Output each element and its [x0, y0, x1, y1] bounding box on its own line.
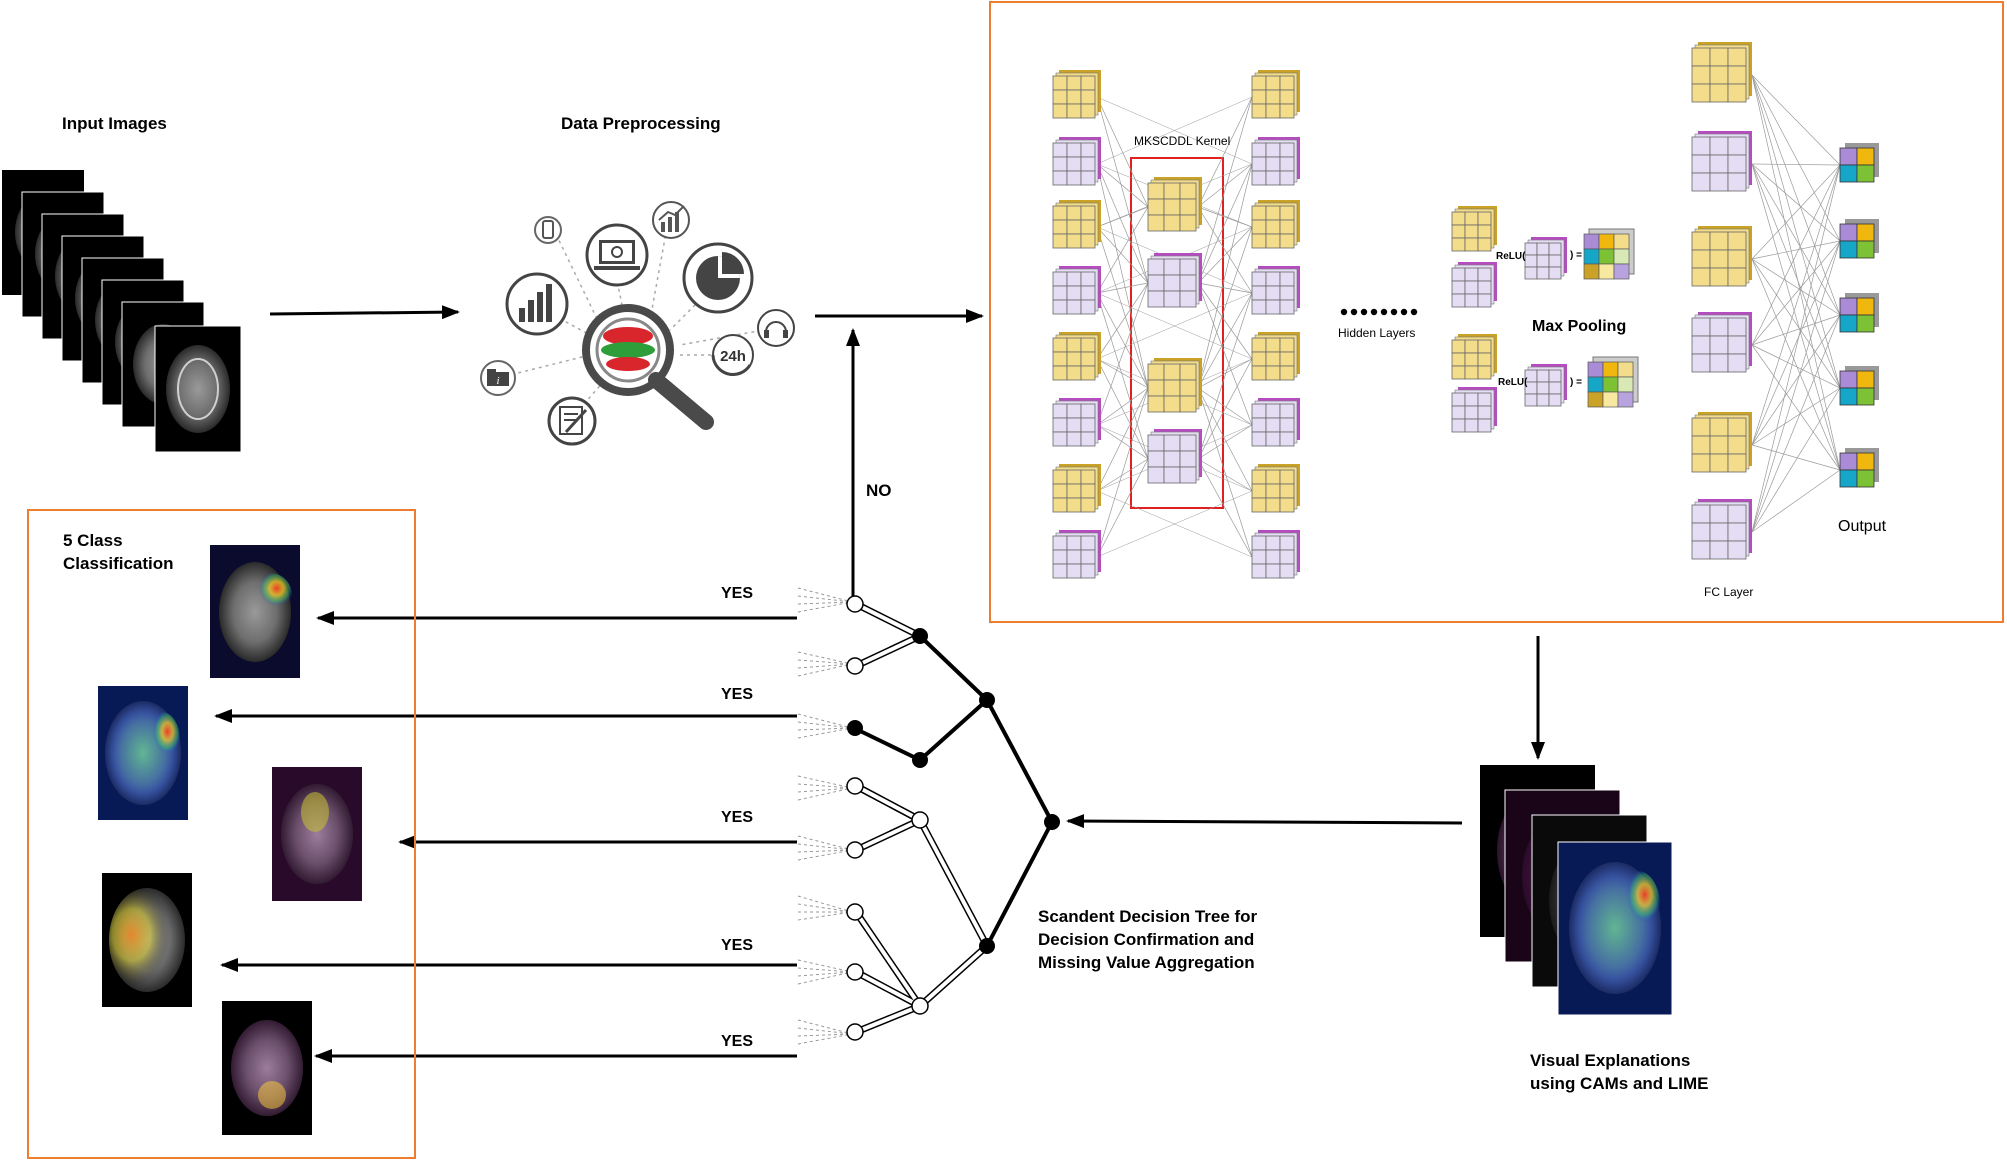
fc-layer-label: FC Layer [1704, 585, 1754, 599]
24h-label: 24h [720, 348, 746, 365]
yes-label-2: YES [721, 686, 754, 703]
cnn-feature-maps [1052, 42, 1879, 579]
output-class-map [1839, 366, 1879, 406]
input-feature-map [1052, 70, 1101, 119]
info-folder-icon: i [480, 360, 516, 396]
conv-feature-map [1251, 70, 1300, 119]
svg-text:i: i [496, 375, 499, 387]
mkscddl-kernel-box [1130, 157, 1224, 509]
conv-feature-map [1251, 137, 1300, 186]
phone-icon [534, 216, 562, 244]
input-feature-map [1052, 530, 1101, 579]
pool-input-map [1451, 387, 1497, 433]
class-result-image-3 [272, 767, 362, 901]
yes-label-1: YES [721, 585, 754, 602]
yes-label-4: YES [721, 937, 754, 954]
brain-red-lobe [606, 357, 650, 371]
pool-relu-map [1524, 237, 1567, 280]
growth-chart-icon [652, 201, 690, 239]
no-label: NO [866, 481, 892, 500]
input-feature-map [1052, 398, 1101, 447]
preprocessing-illustration: i 24h [480, 201, 795, 446]
cam-image [1557, 841, 1673, 1016]
cnn-panel [989, 1, 2004, 623]
pool-input-map [1451, 206, 1497, 252]
class-result-image-1 [210, 545, 300, 678]
class-result-image-4 [102, 873, 192, 1007]
input-feature-map [1052, 266, 1101, 315]
output-label: Output [1838, 518, 1887, 535]
max-pooling-label: Max Pooling [1532, 318, 1627, 335]
pool-relu-map [1524, 364, 1567, 407]
visual-explanations-caption: Visual Explanations using CAMs and LIME [1530, 1051, 1709, 1093]
conv-feature-map [1251, 200, 1300, 249]
fc-layer-map [1691, 131, 1752, 192]
edit-document-icon [547, 396, 597, 446]
hidden-layer-dots [1340, 308, 1418, 316]
input-feature-map [1052, 200, 1101, 249]
input-feature-map [1052, 332, 1101, 381]
arrow-visual-to-tree [1066, 814, 1463, 829]
class-result-image-2 [98, 686, 188, 820]
brain-green-lobe [601, 342, 655, 358]
conv-feature-map [1251, 464, 1300, 513]
input-images-stack [2, 170, 242, 453]
decision-tree-caption: Scandent Decision Tree for Decision Conf… [1038, 907, 1258, 972]
kernel-label: MKSCDDL Kernel [1134, 134, 1231, 148]
cnn-connection-lines [1096, 74, 1841, 558]
pie-chart-icon [682, 242, 754, 314]
relu-close-2: ) = [1570, 377, 1582, 388]
class-result-image-5 [222, 1001, 312, 1135]
output-class-map [1839, 143, 1879, 183]
conv-feature-map [1251, 332, 1300, 381]
magnifier-icon [582, 304, 714, 430]
fc-layer-map [1691, 42, 1752, 103]
conv-feature-map [1251, 530, 1300, 579]
brain-red-lobe [603, 327, 653, 345]
fc-layer-map [1691, 226, 1752, 287]
pool-input-map [1451, 334, 1497, 380]
input-feature-map [1052, 137, 1101, 186]
five-class-title: 5 Class Classification [63, 531, 174, 573]
bar-chart-icon [505, 272, 569, 336]
kernel-feature-map [1147, 429, 1202, 484]
output-class-map [1839, 293, 1879, 333]
hidden-layers-label: Hidden Layers [1338, 326, 1416, 340]
relu-label-2: ReLU( [1498, 377, 1528, 388]
relu-label-1: ReLU( [1496, 251, 1526, 262]
pooled-output-map [1583, 228, 1635, 280]
pooled-output-map [1587, 356, 1639, 408]
laptop-gear-icon [585, 223, 649, 287]
mri-slice [154, 325, 242, 453]
fc-layer-map [1691, 412, 1752, 473]
yes-label-3: YES [721, 809, 754, 826]
output-class-map [1839, 448, 1879, 488]
conv-feature-map [1251, 398, 1300, 447]
pool-input-map [1451, 262, 1497, 308]
classification-panel [27, 509, 416, 1159]
scandent-decision-tree [797, 587, 1060, 1045]
arrow-input-to-preprocessing [269, 305, 460, 320]
24h-icon: 24h [711, 334, 754, 376]
relu-close-1: ) = [1570, 250, 1582, 261]
conv-feature-map [1251, 266, 1300, 315]
data-preprocessing-title: Data Preprocessing [561, 114, 721, 133]
yes-label-5: YES [721, 1033, 754, 1050]
fc-layer-map [1691, 499, 1752, 560]
input-images-title: Input Images [62, 114, 167, 133]
kernel-feature-map [1147, 253, 1202, 308]
kernel-feature-map [1147, 358, 1202, 413]
output-class-map [1839, 219, 1879, 259]
kernel-feature-map [1147, 177, 1202, 232]
visual-explanations-stack [1480, 765, 1673, 1016]
input-feature-map [1052, 464, 1101, 513]
support-headset-icon [757, 309, 795, 347]
fc-layer-map [1691, 312, 1752, 373]
